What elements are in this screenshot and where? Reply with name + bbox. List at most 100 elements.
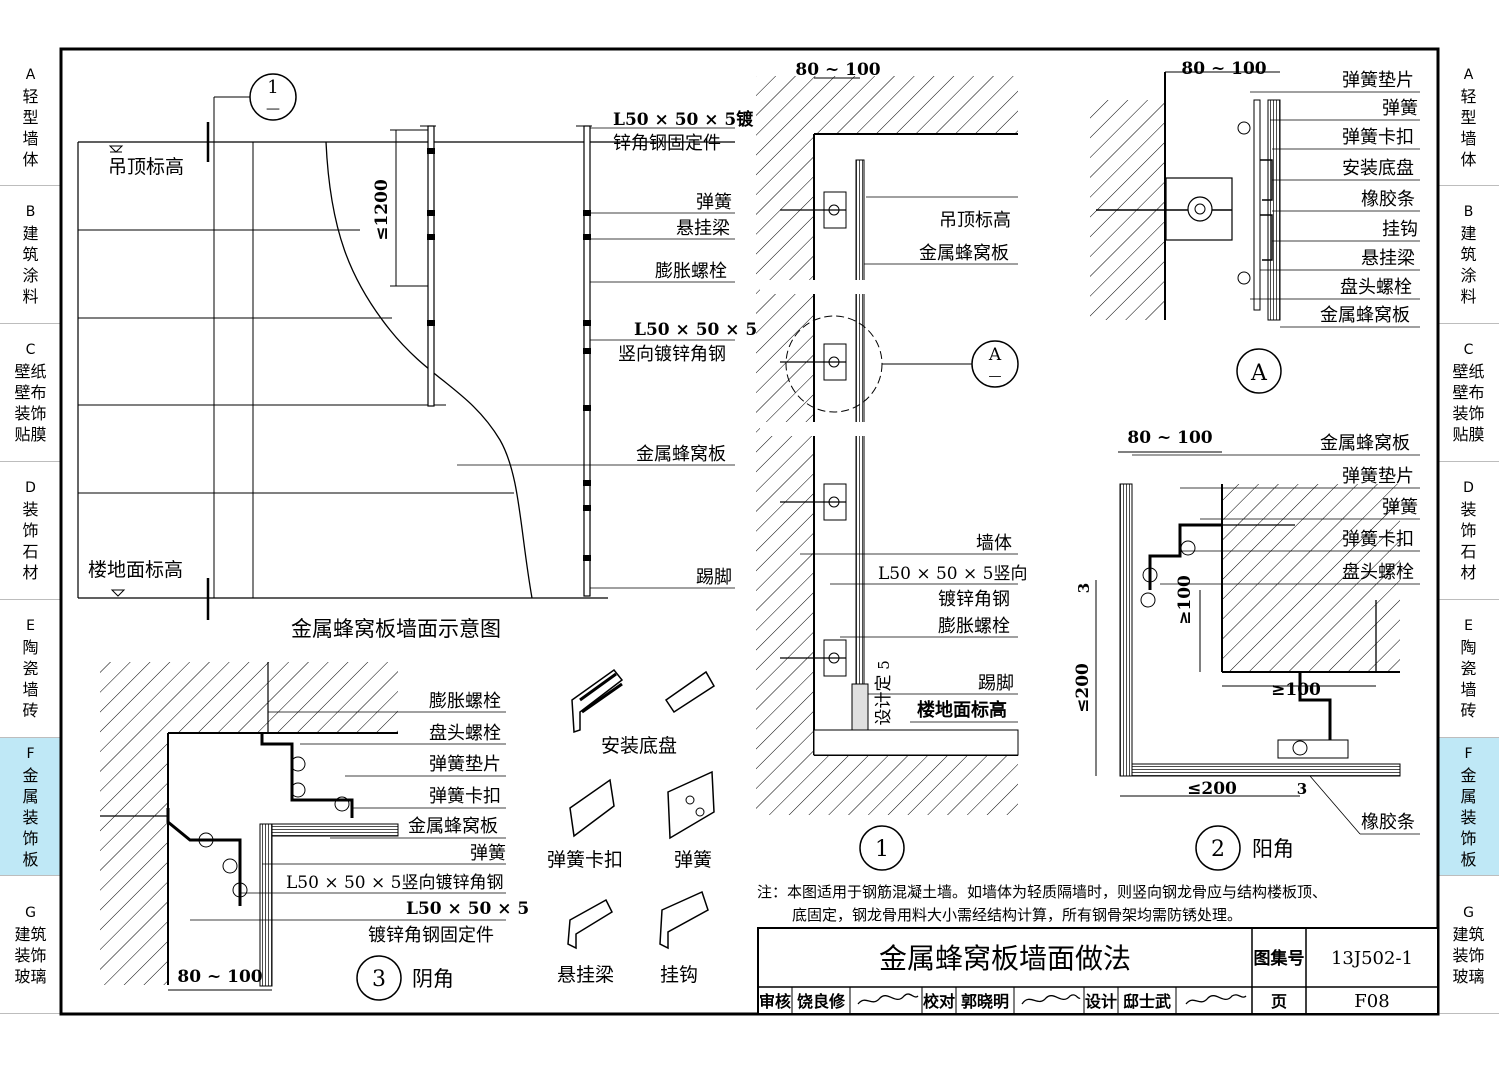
sec1-dim: 80 ~ 100 — [795, 60, 880, 80]
detail-a-view: 80 ~ 100 弹簧垫片 弹簧 弹簧卡扣 安装底盘 橡胶条 挂钩 悬挂梁 盘头… — [1090, 59, 1420, 394]
detail-a-label-6: 悬挂梁 — [1361, 248, 1415, 269]
detail-3-label-1: 盘头螺栓 — [429, 723, 501, 744]
elev-label-vert-angle-1: L50 × 50 × 5 — [634, 320, 757, 340]
detail-2-rubber: 橡胶条 — [1361, 812, 1415, 833]
detail-3-label-5: 弹簧 — [470, 843, 506, 864]
detail-3-label-2: 弹簧垫片 — [429, 754, 501, 775]
detail-2-dim-100h: ≥100 — [1271, 680, 1321, 700]
reviewer-signature — [857, 993, 919, 1005]
detail-a-label-1: 弹簧 — [1382, 98, 1418, 119]
part-clip-top — [664, 670, 716, 714]
sec1-number: 1 — [875, 837, 889, 862]
detail-2-label-3: 弹簧卡扣 — [1342, 529, 1414, 550]
design-label: 设计 — [1085, 992, 1117, 1011]
parts-illustrations: 安装底盘 弹簧卡扣 弹簧 悬挂梁 挂钩 — [547, 668, 716, 986]
checker-signature — [1021, 994, 1081, 1005]
checker-name: 郭晓明 — [961, 992, 1009, 1011]
detail-2-view: 80 ~ 100 金属蜂窝板 弹簧垫片 弹簧 弹簧卡扣 盘头螺栓 橡胶条 3 ≥… — [1073, 428, 1420, 871]
detail-2-label-1: 弹簧垫片 — [1342, 466, 1414, 487]
part-label-3: 悬挂梁 — [557, 964, 614, 986]
part-mounting-base: 安装底盘 — [571, 668, 677, 757]
detail-3-view: 膨胀螺栓 盘头螺栓 弹簧垫片 弹簧卡扣 金属蜂窝板 弹簧 L50 × 50 × … — [100, 662, 529, 1001]
detail-3-fix-2: 镀锌角钢固定件 — [368, 925, 494, 946]
sec1-skirting: 踢脚 — [978, 673, 1014, 694]
part-spring: 弹簧 — [667, 770, 715, 871]
detail-a-label-0: 弹簧垫片 — [1342, 70, 1414, 91]
elev-label-hang-beam: 悬挂梁 — [676, 218, 730, 239]
elev-section-sub: — — [266, 101, 280, 117]
detail-2-dim-top: 80 ~ 100 — [1127, 428, 1212, 448]
title-block: 金属蜂窝板墙面做法 图集号 13J502-1 审核 饶良修 校对 郭晓明 设计 … — [757, 927, 1439, 1015]
detail-3-label-3: 弹簧卡扣 — [429, 786, 501, 807]
sec1-exp-bolt: 膨胀螺栓 — [938, 616, 1010, 637]
detail-2-number: 2 — [1211, 837, 1225, 862]
sec1-panel: 金属蜂窝板 — [919, 243, 1009, 264]
elev-section-mark: 1 — [267, 77, 278, 98]
detail-a-label-8: 金属蜂窝板 — [1320, 305, 1410, 326]
sec1-detail-mark: A — [988, 345, 1002, 365]
detail-2-dim-3a: 3 — [1075, 583, 1093, 593]
reviewer-name: 饶良修 — [797, 992, 846, 1011]
sec1-wall: 墙体 — [976, 533, 1012, 554]
detail-2-dim-100v: ≥100 — [1175, 575, 1195, 625]
detail-a-label-3: 安装底盘 — [1342, 158, 1414, 179]
detail-3-vert-angle: L50 × 50 × 5竖向镀锌角钢 — [286, 873, 503, 893]
section-1-view: A — 80 ~ 100 吊顶标高 金属蜂窝板 墙体 L50 × 50 × 5竖… — [756, 60, 1027, 871]
atlas-number: 13J502-1 — [1331, 948, 1413, 969]
elev-ceiling-level: 吊顶标高 — [108, 156, 184, 178]
sec1-floor-level: 楼地面标高 — [917, 699, 1007, 721]
detail-a-label-7: 盘头螺栓 — [1340, 277, 1412, 298]
part-label-4: 挂钩 — [660, 964, 698, 986]
detail-2-dim-200v: ≤200 — [1073, 663, 1093, 713]
detail-a-label-4: 橡胶条 — [1361, 189, 1415, 210]
detail-a-label-2: 弹簧卡扣 — [1342, 127, 1414, 148]
detail-3-dim: 80 ~ 100 — [177, 967, 262, 987]
elev-label-exp-bolt: 膨胀螺栓 — [655, 261, 727, 282]
page-number: F08 — [1354, 991, 1389, 1012]
part-label-2: 弹簧 — [674, 849, 712, 871]
note-line-1: 注：本图适用于钢筋混凝土墙。如墙体为轻质隔墙时，则竖向钢龙骨应与结构楼板顶、 — [757, 883, 1327, 901]
part-hang-beam: 悬挂梁 — [557, 898, 614, 986]
page-label: 页 — [1271, 992, 1287, 1011]
atlas-label: 图集号 — [1254, 948, 1305, 969]
detail-2-dim-3b: 3 — [1297, 780, 1307, 798]
sec1-design-num: 5 — [875, 660, 893, 670]
elev-label-skirting: 踢脚 — [696, 567, 732, 588]
sec1-ceiling-level: 吊顶标高 — [939, 210, 1011, 231]
detail-2-name: 阳角 — [1252, 837, 1294, 861]
sec1-detail-sub: — — [989, 369, 1002, 384]
elev-spacing-dim: ≤1200 — [372, 179, 392, 241]
sheet-title: 金属蜂窝板墙面做法 — [879, 942, 1131, 975]
elev-label-vert-angle-2: 竖向镀锌角钢 — [618, 344, 726, 365]
check-label: 校对 — [923, 992, 955, 1011]
part-label-1: 弹簧卡扣 — [547, 849, 623, 871]
designer-name: 邸士武 — [1123, 992, 1171, 1011]
part-spring-clip: 弹簧卡扣 — [547, 778, 623, 871]
sec1-vert-angle-2: 镀锌角钢 — [938, 589, 1010, 610]
sec1-vert-angle-1: L50 × 50 × 5竖向 — [878, 564, 1027, 584]
note-line-2: 底固定，钢龙骨用料大小需经结构计算，所有钢骨架均需防锈处理。 — [792, 906, 1242, 924]
detail-3-label-4: 金属蜂窝板 — [408, 816, 498, 837]
detail-3-label-0: 膨胀螺栓 — [429, 691, 501, 712]
elev-floor-level: 楼地面标高 — [88, 559, 183, 581]
designer-signature — [1185, 994, 1247, 1005]
sheet-frame — [59, 47, 1440, 1016]
detail-3-name: 阴角 — [412, 967, 454, 991]
elevation-view: 1 — 吊顶标高 楼地面标高 ≤1200 L50 × 50 × 5镀 锌角钢固定… — [77, 73, 757, 641]
elev-label-panel: 金属蜂窝板 — [636, 444, 726, 465]
detail-3-number: 3 — [372, 967, 386, 992]
